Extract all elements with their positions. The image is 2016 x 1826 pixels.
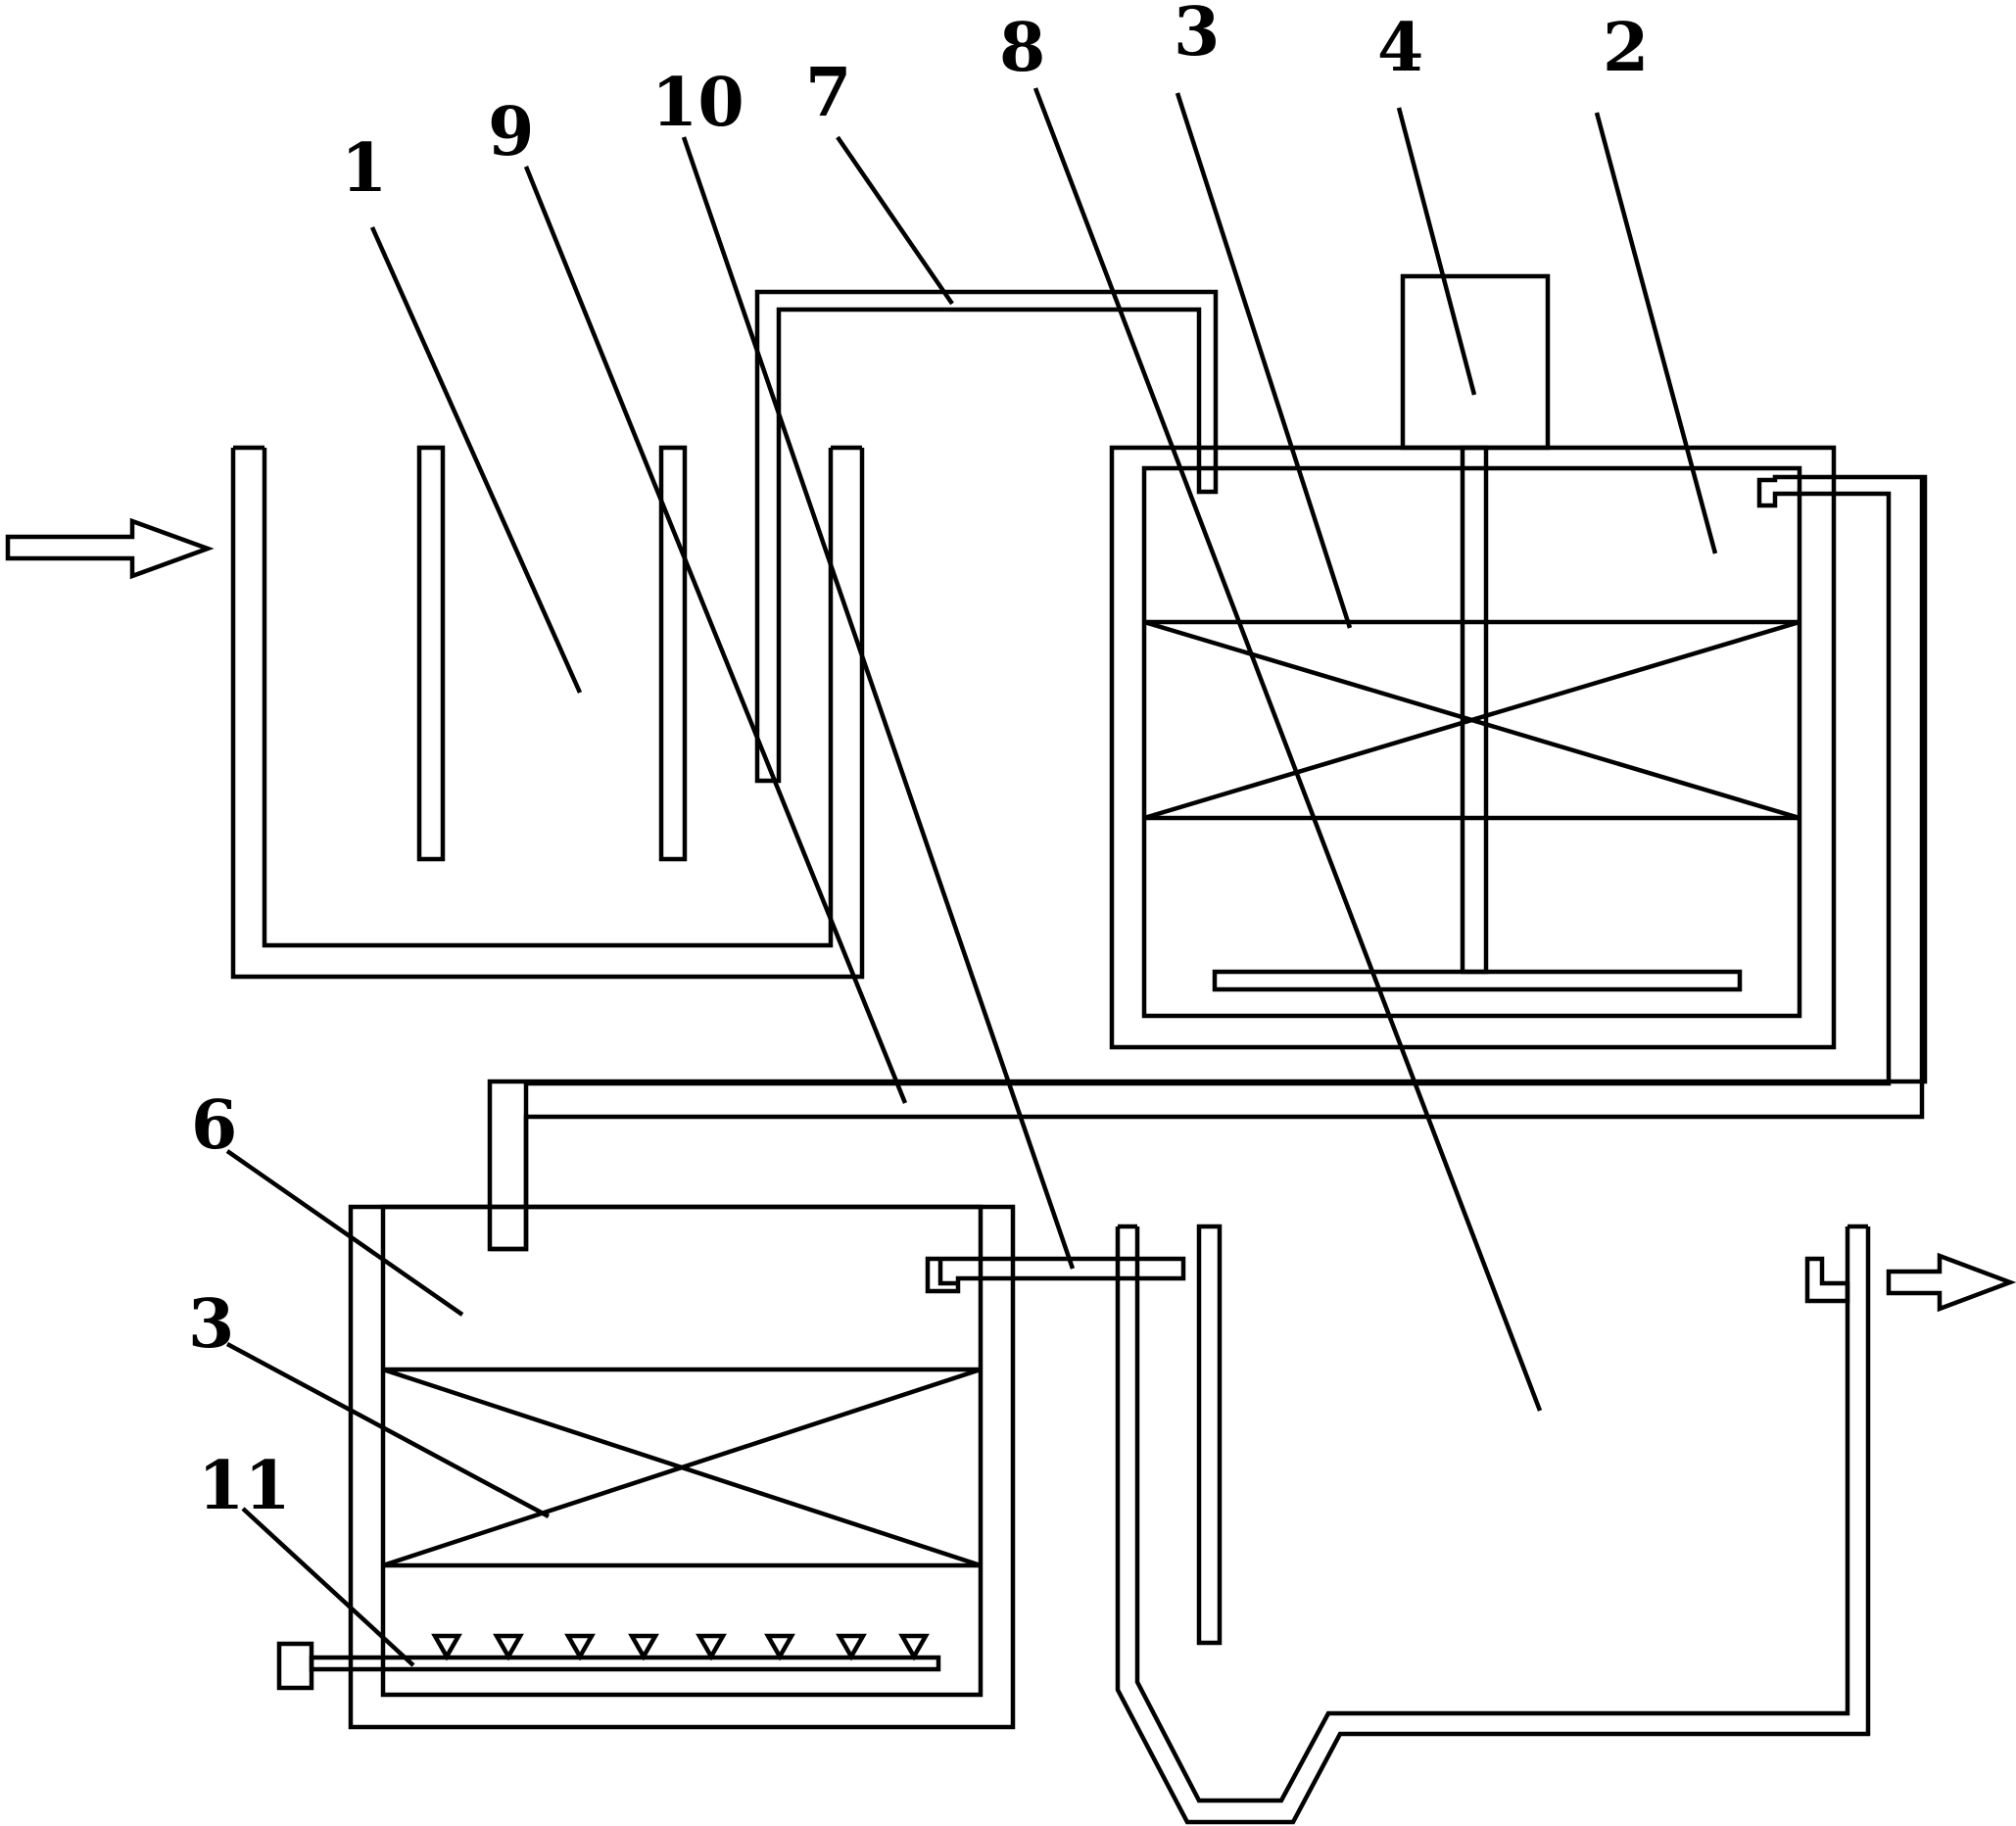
leader-10 bbox=[681, 136, 1076, 1270]
label-6: 6 bbox=[191, 1086, 237, 1165]
label-7: 7 bbox=[805, 54, 851, 132]
leader-3-top bbox=[1175, 92, 1353, 629]
baffle-2 bbox=[658, 445, 688, 862]
air-blower bbox=[276, 1641, 314, 1691]
pipe-10 bbox=[925, 1256, 1186, 1294]
diffuser-3 bbox=[564, 1633, 596, 1661]
baffle-1 bbox=[416, 445, 446, 862]
outlet-arrow bbox=[1886, 1252, 2016, 1313]
stirrer-motor-4 bbox=[1400, 273, 1551, 451]
leader-6 bbox=[225, 1149, 464, 1317]
leader-1 bbox=[369, 226, 583, 694]
diffuser-7 bbox=[836, 1633, 867, 1661]
label-8: 8 bbox=[999, 9, 1045, 87]
label-9: 9 bbox=[488, 93, 534, 171]
settling-tank-8 bbox=[1115, 1224, 1871, 1825]
diffuser-4 bbox=[628, 1633, 659, 1661]
diffuser-8 bbox=[898, 1633, 930, 1661]
aerated-tank-6 bbox=[276, 1204, 1016, 1730]
leader-7 bbox=[836, 135, 954, 306]
reactor-tank-2 bbox=[1109, 273, 1837, 1050]
label-10: 10 bbox=[651, 64, 744, 142]
inlet-baffle bbox=[1196, 1224, 1223, 1646]
baffled-tank-1 bbox=[230, 445, 865, 980]
stirrer-blade bbox=[1212, 969, 1743, 992]
leader-2 bbox=[1594, 112, 1718, 554]
label-2: 2 bbox=[1603, 9, 1649, 87]
label-3-top: 3 bbox=[1174, 0, 1220, 72]
pipe-9 bbox=[487, 474, 1928, 1252]
packing-diagonal-2 bbox=[1143, 619, 1800, 821]
labels: 1 2 3 4 7 8 9 10 6 3 11 bbox=[188, 0, 1649, 1525]
leader-3-bottom bbox=[225, 1342, 551, 1518]
leader-9 bbox=[523, 166, 908, 1104]
diffuser-5 bbox=[696, 1633, 727, 1661]
diffuser-2 bbox=[493, 1633, 524, 1661]
leader-8 bbox=[1032, 87, 1543, 1412]
aeration-pipe-11 bbox=[309, 1655, 941, 1672]
label-1: 1 bbox=[341, 129, 387, 208]
pipe-7 bbox=[754, 289, 1219, 784]
leader-4 bbox=[1396, 107, 1477, 396]
label-3-bottom: 3 bbox=[188, 1285, 234, 1364]
label-11: 11 bbox=[198, 1447, 291, 1525]
packing-diagonal-2 bbox=[382, 1367, 982, 1568]
diffuser-1 bbox=[431, 1633, 462, 1661]
leader-11 bbox=[241, 1507, 415, 1667]
label-4: 4 bbox=[1377, 9, 1423, 87]
stirrer-shaft bbox=[1460, 445, 1489, 975]
overflow-weir bbox=[1804, 1256, 1850, 1304]
leader-lines bbox=[225, 87, 1718, 1667]
diffuser-6 bbox=[764, 1633, 795, 1661]
inlet-arrow bbox=[5, 517, 215, 580]
